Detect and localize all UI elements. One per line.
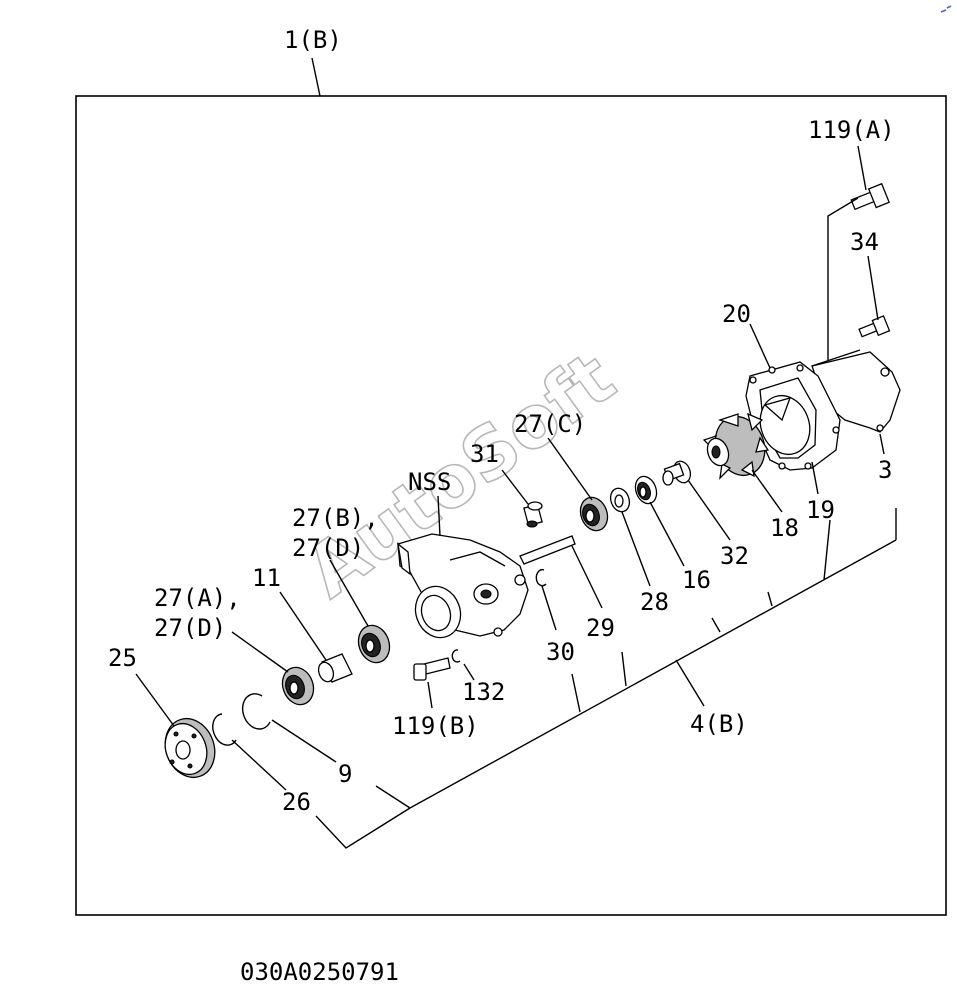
label-16: 16	[682, 566, 711, 594]
leader-3	[879, 433, 885, 455]
leader-28	[621, 511, 651, 587]
bolt-34-part	[858, 315, 891, 338]
label-3: 3	[878, 456, 892, 484]
flange-25-part	[164, 717, 216, 779]
label-132: 132	[462, 678, 505, 706]
impeller-18-part	[702, 412, 770, 480]
bearing-16-part	[634, 475, 658, 505]
leader-20	[749, 323, 771, 369]
pump-body-20-part	[745, 349, 861, 471]
leader-34	[867, 255, 879, 321]
label-27b-2: 27(D)	[292, 534, 364, 562]
bearing-27b-part	[357, 624, 391, 664]
label-nss: NSS	[408, 468, 451, 496]
label-119a: 119(A)	[808, 116, 895, 144]
label-26: 26	[282, 788, 311, 816]
leader-18	[751, 469, 783, 513]
bearing-27c-part	[579, 496, 609, 532]
assembly-label: 1(B)	[284, 26, 342, 54]
ring-30-part	[535, 568, 547, 587]
leader-27c	[547, 437, 593, 501]
cap-31-part	[523, 501, 543, 528]
washer-28-part	[609, 487, 631, 513]
label-29: 29	[586, 614, 615, 642]
leader-132	[463, 663, 475, 681]
shaft-29-part	[519, 535, 576, 565]
leader-27b	[329, 559, 369, 627]
label-27c: 27(C)	[514, 410, 586, 438]
label-28: 28	[640, 588, 669, 616]
leader-119a	[827, 145, 867, 360]
label-18: 18	[770, 514, 799, 542]
snap-ring-9-part	[241, 693, 271, 730]
label-31: 31	[470, 440, 499, 468]
leader-32	[687, 479, 731, 541]
group-line-4b	[409, 508, 897, 809]
label-32: 32	[720, 542, 749, 570]
leader-16	[649, 501, 685, 567]
footer-code: 030A0250791	[240, 958, 399, 986]
leader-119b	[427, 681, 433, 709]
label-19: 19	[806, 496, 835, 524]
spacer-11-part	[317, 653, 353, 683]
leader-19	[811, 461, 819, 495]
label-27a-2: 27(D)	[154, 614, 226, 642]
label-119b: 119(B)	[392, 712, 479, 740]
bolt-119a-part	[850, 182, 891, 211]
corner-mark-icon	[940, 5, 952, 13]
label-27a-1: 27(A),	[154, 584, 241, 612]
label-27b-1: 27(B),	[292, 504, 379, 532]
diagram-frame	[75, 95, 947, 916]
leader-30	[541, 585, 557, 631]
leader-26	[231, 739, 287, 791]
label-9: 9	[338, 760, 352, 788]
bearing-27a-part	[281, 666, 315, 706]
washer-132-part	[451, 649, 461, 663]
label-25: 25	[108, 644, 137, 672]
leader-25	[135, 673, 175, 727]
label-34: 34	[850, 228, 879, 256]
leader-9	[271, 719, 337, 763]
label-11: 11	[252, 564, 281, 592]
assembly-leader	[311, 57, 321, 97]
leader-nss	[437, 495, 441, 537]
label-20: 20	[722, 300, 751, 328]
label-30: 30	[546, 638, 575, 666]
label-4b: 4(B)	[690, 710, 748, 738]
leader-27a	[231, 631, 289, 673]
snap-ring-26-part	[212, 713, 237, 746]
leader-11	[279, 591, 327, 661]
bolt-119b-part	[413, 657, 451, 681]
group-line-1b	[315, 785, 411, 849]
seal-32-part	[662, 460, 692, 486]
housing-nss-part	[397, 533, 529, 639]
leader-31	[501, 469, 529, 505]
leader-29	[571, 545, 603, 609]
